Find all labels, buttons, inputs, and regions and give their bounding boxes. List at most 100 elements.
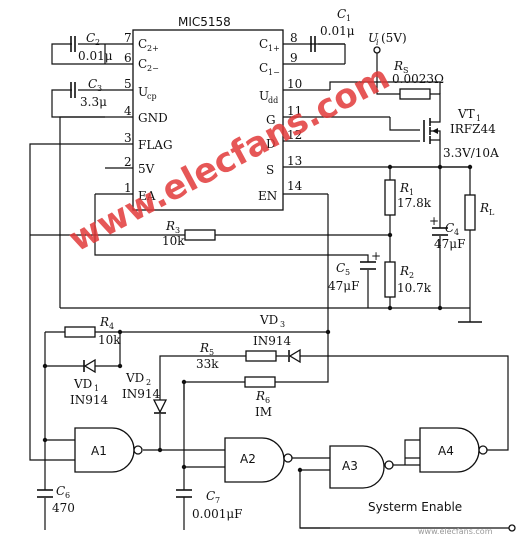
- diode-vd1: VD 1 IN914: [70, 358, 109, 407]
- capacitor-c4: + C 4 47μF: [429, 214, 465, 251]
- gate-a3-label: A3: [342, 459, 358, 473]
- r5-value: 33k: [196, 357, 219, 371]
- c6-value: 470: [52, 501, 75, 515]
- r6-name: R: [255, 389, 265, 403]
- gate-a4-label: A4: [438, 444, 454, 458]
- rs-sub: S: [403, 66, 408, 75]
- c4-polarity: +: [429, 214, 439, 228]
- supply-sub: i: [376, 38, 379, 47]
- rl-name: R: [479, 201, 489, 215]
- pin-label: C: [259, 61, 268, 75]
- resistor-r4: R 4 10k: [64, 315, 121, 347]
- vt1-sub: 1: [476, 114, 481, 123]
- r6-sub: 6: [265, 396, 270, 405]
- c1-name: C: [337, 7, 346, 21]
- pin-num: 14: [287, 179, 303, 193]
- pin-label: FLAG: [138, 138, 173, 152]
- vd2-value: IN914: [122, 387, 161, 401]
- r1-value: 17.8k: [397, 196, 432, 210]
- gate-a2: A2: [224, 437, 293, 483]
- rl-sub: L: [489, 208, 495, 217]
- capacitor-c2: C 2 0.01μ: [51, 31, 113, 65]
- resistor-r1: R 1 17.8k: [384, 179, 432, 216]
- r5-name: R: [199, 341, 209, 355]
- output-network: [60, 164, 482, 323]
- supply-input: U i (5V): [329, 31, 441, 115]
- pin-num: 6: [124, 51, 132, 65]
- pin-label-sub: cp: [147, 92, 157, 101]
- c4-name: C: [445, 221, 454, 235]
- r1-name: R: [399, 181, 409, 195]
- c5-name: C: [336, 261, 345, 275]
- vd2-name: VD: [125, 371, 144, 385]
- gate-a3: A3: [329, 445, 394, 489]
- c7-name: C: [206, 489, 215, 503]
- vt1-name: VT: [457, 107, 475, 121]
- r2-sub: 2: [409, 271, 414, 280]
- rs-name: R: [393, 59, 403, 73]
- supply-value: (5V): [381, 31, 407, 45]
- pin-label: C: [138, 37, 147, 51]
- pin-num: 10: [287, 77, 302, 91]
- c1-value: 0.01μ: [320, 24, 355, 38]
- capacitor-c5: + C 5 47μF: [328, 249, 381, 293]
- r4-value: 10k: [98, 333, 121, 347]
- vd1-value: IN914: [70, 393, 109, 407]
- supply-terminal: [373, 46, 381, 54]
- vd3-value: IN914: [253, 334, 292, 348]
- gate-a2-label: A2: [240, 452, 256, 466]
- r4-name: R: [99, 315, 109, 329]
- watermark-small: www.elecfans.com: [418, 527, 493, 536]
- chip-name: MIC5158: [178, 15, 231, 29]
- pin-num: 1: [124, 181, 132, 195]
- pin-label: C: [259, 37, 268, 51]
- c1-sub: 1: [346, 14, 351, 23]
- r3-sub: 3: [175, 226, 180, 235]
- c5-polarity: +: [371, 249, 381, 263]
- pin-num: 7: [124, 31, 132, 45]
- vt1-value: IRFZ44: [450, 122, 496, 136]
- gate-a1-label: A1: [91, 444, 107, 458]
- r5-sub: 5: [209, 348, 214, 357]
- chip-right-pins: 8 C 1+ 9 C 1− 10 U dd 11 G 12 D 13 S 14 …: [258, 31, 303, 203]
- pin-label: U: [259, 89, 269, 103]
- vd3-sub: 3: [280, 320, 285, 329]
- pin-label: D: [266, 137, 276, 151]
- chip-left-pins: 7 C 2+ 6 C 2− 5 U cp 4 GND 3 FLAG 2 5V 1…: [124, 31, 173, 203]
- resistor-rl: R L: [464, 194, 495, 231]
- pin-label: 5V: [138, 162, 155, 176]
- pin-num: 2: [124, 155, 132, 169]
- vd3-name: VD: [259, 313, 278, 327]
- c3-value: 3.3μ: [80, 95, 107, 109]
- supply-name: U: [368, 31, 379, 45]
- r6-value: IM: [255, 405, 272, 419]
- pin-num: 13: [287, 154, 302, 168]
- r3-name: R: [165, 219, 175, 233]
- r4-sub: 4: [109, 322, 114, 331]
- r3-value: 10k: [162, 234, 185, 248]
- vd1-sub: 1: [94, 384, 99, 393]
- pin-label: S: [266, 163, 274, 177]
- c4-value: 47μF: [434, 237, 465, 251]
- output-label: 3.3V/10A: [443, 146, 499, 160]
- resistor-r2: R 2 10.7k: [384, 261, 432, 298]
- resistor-r6: R 6 IM: [244, 376, 276, 419]
- enable-label: Systerm Enable: [368, 500, 462, 514]
- resistor-r5: R 5 33k: [196, 341, 277, 371]
- diode-vd3: VD 3 IN914: [253, 313, 301, 364]
- pin-label-sub: 1+: [268, 44, 280, 53]
- resistor-rs: R S 0.0023Ω: [392, 59, 444, 100]
- c3-sub: 3: [97, 84, 102, 93]
- pin-num: 9: [290, 51, 298, 65]
- capacitor-c7: C 7 0.001μF: [176, 489, 242, 530]
- c5-value: 47μF: [328, 279, 359, 293]
- pin-label-sub: dd: [268, 96, 278, 105]
- pin-num: 11: [287, 104, 302, 118]
- capacitor-c1: C 1 0.01μ: [310, 7, 355, 64]
- c2-sub: 2: [95, 38, 100, 47]
- pin-num: 4: [124, 104, 132, 118]
- r2-name: R: [399, 264, 409, 278]
- c3-name: C: [88, 77, 97, 91]
- r2-value: 10.7k: [397, 281, 432, 295]
